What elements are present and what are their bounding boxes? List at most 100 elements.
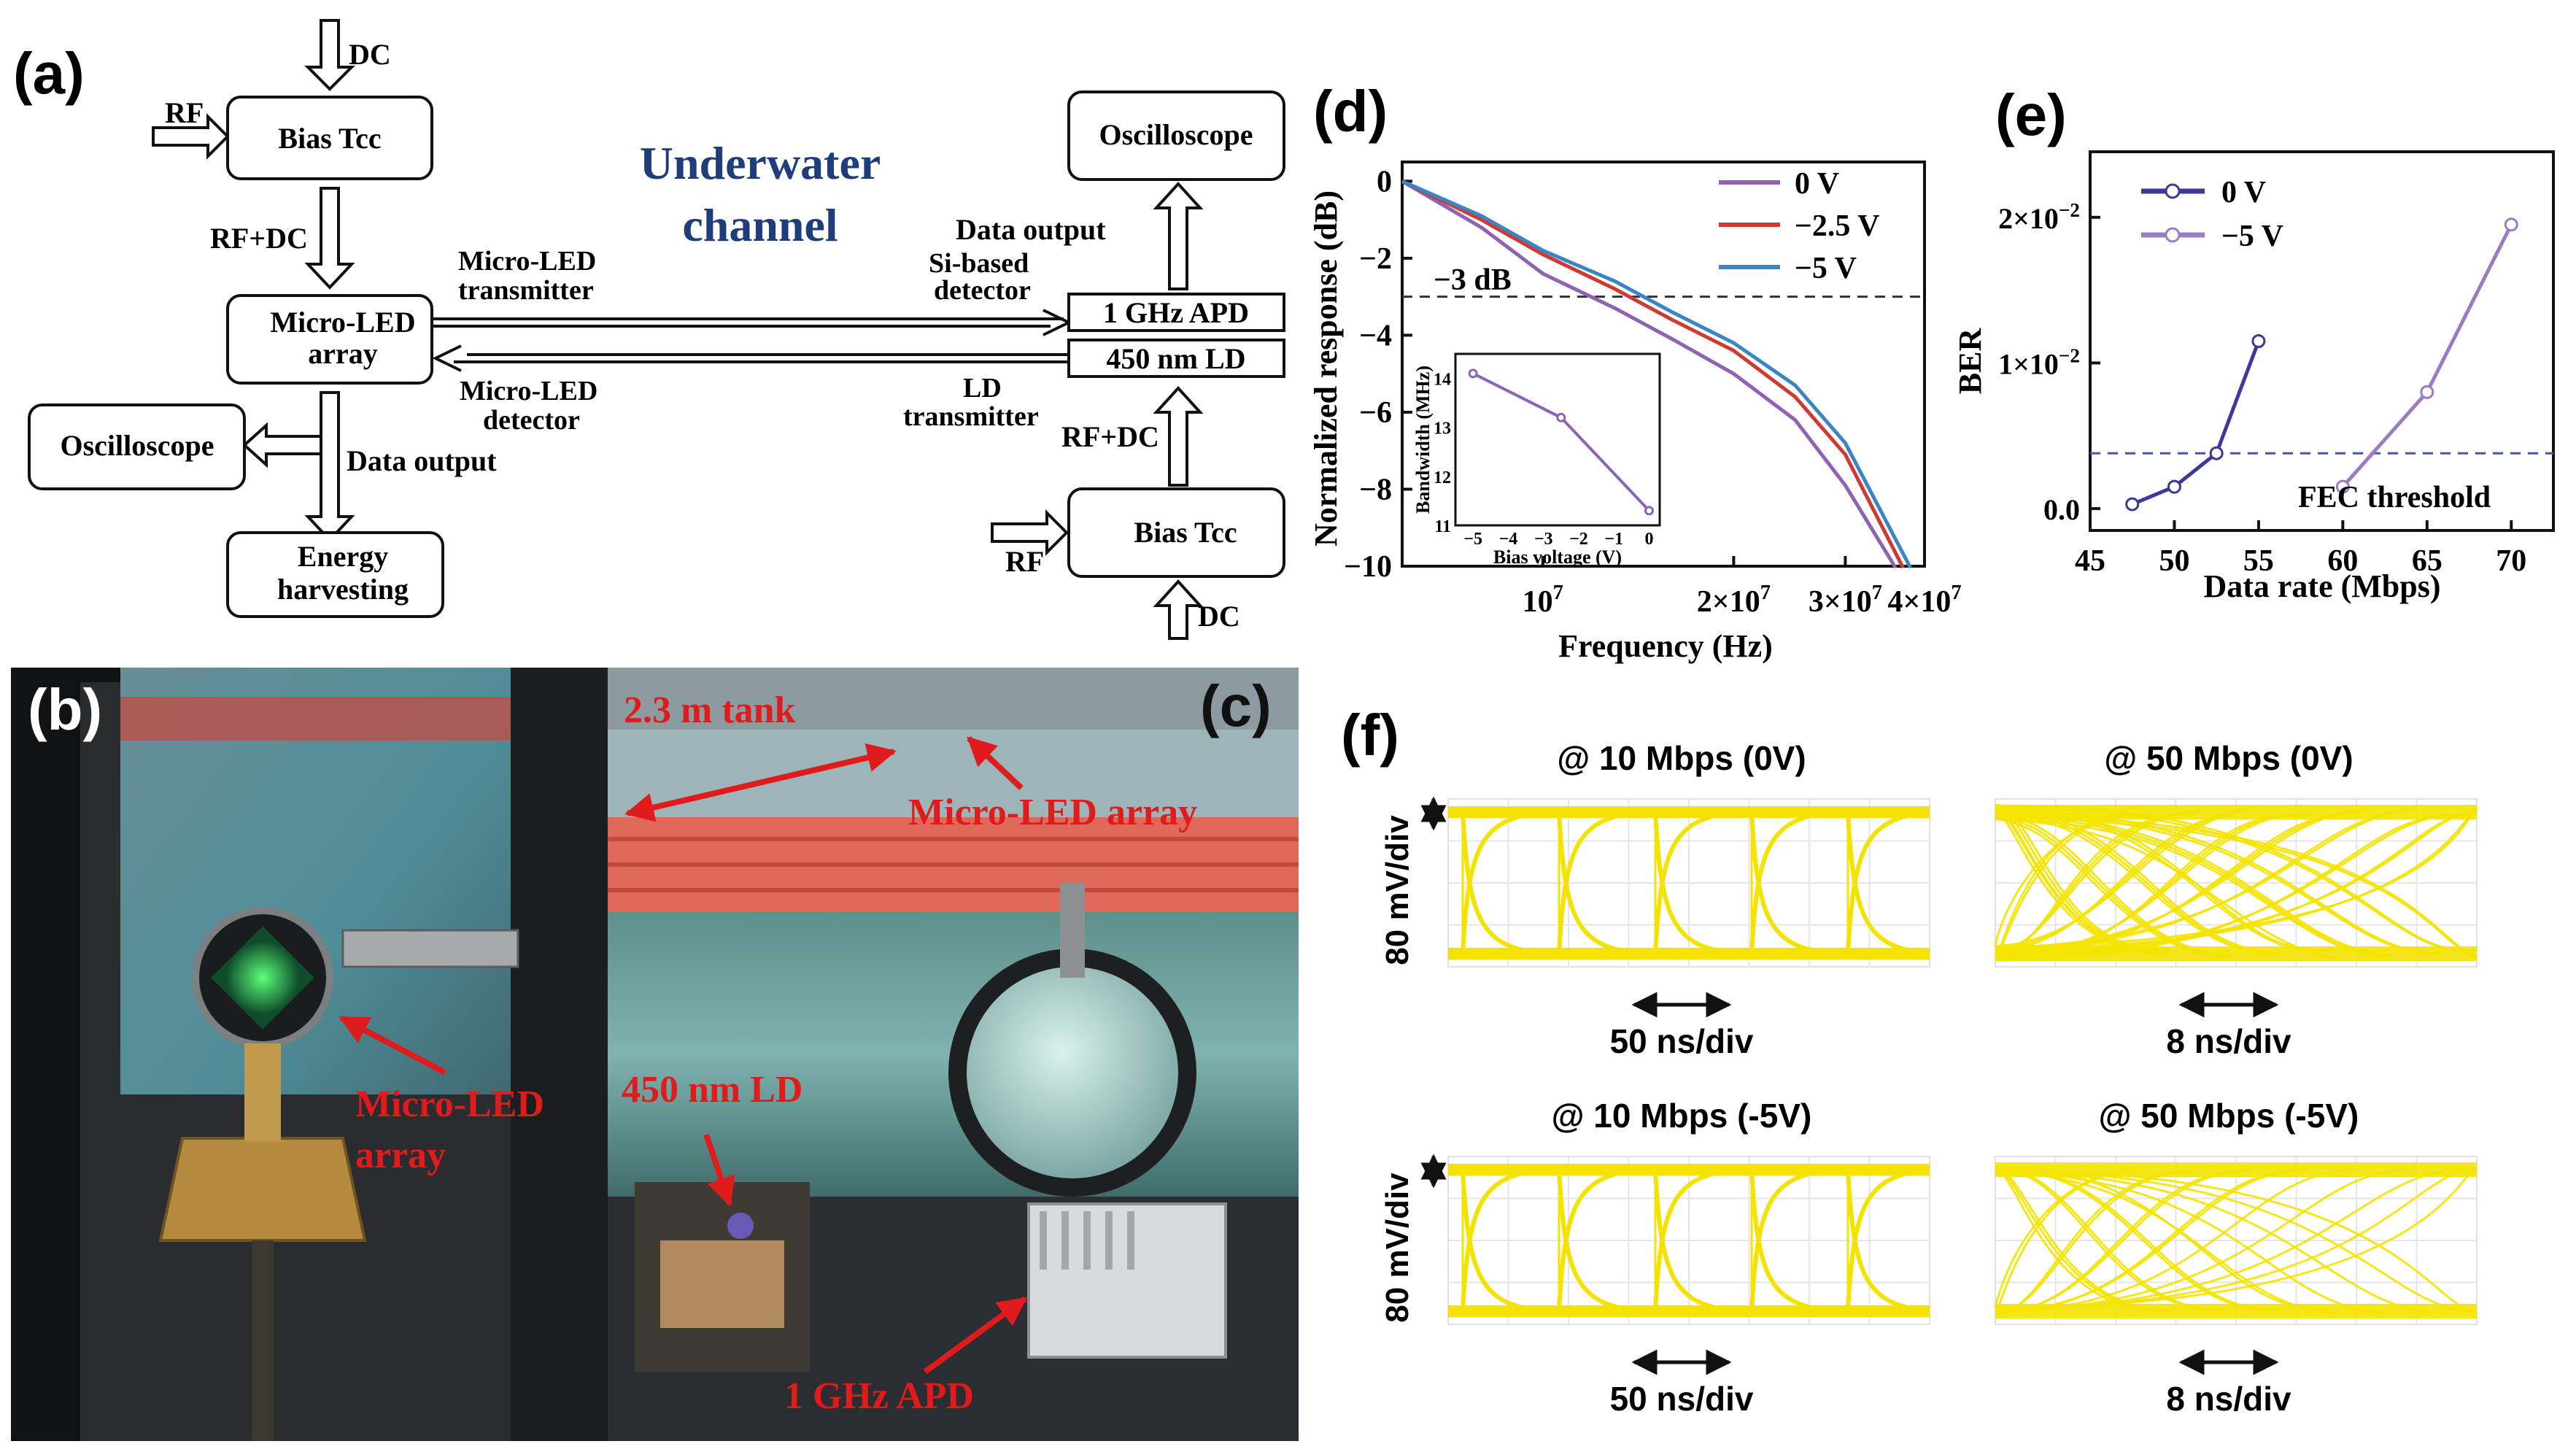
tx-arrowhead — [1043, 309, 1072, 336]
chart-e-xtick-label: 65 — [2412, 544, 2442, 578]
chart-d-legend-label: −2.5 V — [1795, 209, 1880, 243]
eye-trace — [1557, 1169, 1640, 1313]
eye-trace — [1995, 809, 2478, 954]
photo-b-label-line2: array — [355, 1135, 446, 1176]
oscilloscope-box-left — [28, 403, 246, 490]
eye-trace — [1995, 1170, 2439, 1314]
energy-harvesting-line1: Energy — [298, 540, 388, 573]
eye-time-scale-label: 8 ns/div — [2166, 1022, 2291, 1060]
tx-label-line1: Micro-LED — [458, 246, 596, 277]
inset-xtick-label: −5 — [1463, 530, 1482, 549]
eye-trace — [1846, 810, 1929, 954]
eye-trace — [1995, 808, 2367, 952]
data-output-arrow-right — [1153, 182, 1204, 290]
eye-trace — [1846, 1169, 1929, 1313]
inset-xtick-label: −3 — [1534, 530, 1553, 549]
data-output-left-label: Data output — [347, 444, 497, 477]
chart-e-point — [2420, 385, 2434, 399]
eye-time-scale-label: 8 ns/div — [2166, 1380, 2291, 1418]
rf-input-arrow — [152, 113, 230, 160]
oscilloscope-arrow-left — [242, 422, 322, 468]
panel-label-c: (c) — [1200, 673, 1272, 738]
chart-e-point — [2335, 479, 2350, 494]
eye-trace — [1995, 806, 2478, 949]
ld-transmitter-line2: transmitter — [903, 401, 1039, 432]
tx-label-line2: transmitter — [458, 275, 594, 306]
chart-e-annotation: FEC threshold — [2298, 481, 2491, 514]
eye-trace — [1995, 818, 2340, 961]
rf-right-label: RF — [1005, 545, 1044, 578]
eye-rail-bottom — [1995, 1304, 2477, 1318]
photo-c-ld-label: 450 nm LD — [622, 1069, 802, 1111]
photo-c-array-arrow — [967, 736, 1024, 790]
photo-c-apd-arrow — [923, 1296, 1028, 1375]
chart-d-series-line — [1401, 179, 1898, 569]
eye-rail-top — [1995, 1162, 2477, 1177]
diagram-title-line2: channel — [682, 199, 838, 251]
chart-e-series-line — [2341, 223, 2513, 488]
chart-d-ylabel: Normalized response (dB) — [1308, 190, 1344, 547]
ld-box — [1067, 339, 1285, 378]
oscilloscope-right-label: Oscilloscope — [1099, 118, 1253, 151]
chart-e-xtick-label: 45 — [2075, 544, 2105, 578]
eye-trace — [1995, 813, 2394, 957]
det-label-line2: detector — [483, 405, 580, 436]
photo-c-lens — [967, 967, 1178, 1178]
chart-e-ytick-label: 1×10−2 — [1998, 344, 2080, 380]
eye-vertical-scale-label: 80 mV/div — [1380, 815, 1415, 965]
chart-e-xlabel: Data rate (Mbps) — [2203, 568, 2440, 604]
eye-trace — [1653, 811, 1736, 956]
eye-trace — [1995, 1167, 2466, 1311]
chart-e-ytick-label: 0.0 — [2043, 493, 2080, 526]
eye-trace — [1557, 810, 1640, 954]
inset-xtick-label: −1 — [1604, 530, 1623, 549]
panel-a: (a) Underwater channel DC RF Bias Tcc RF… — [13, 19, 1285, 640]
bias-tcc-label-left: Bias Tcc — [278, 122, 381, 155]
inset-xlabel: Bias voltage (V) — [1493, 547, 1622, 568]
eye-trace — [1995, 812, 2439, 956]
photo-c-tank-label: 2.3 m tank — [624, 690, 796, 731]
eye-rail-top — [1995, 805, 2477, 819]
inset-point — [1468, 368, 1478, 379]
ld-label: 450 nm LD — [1106, 342, 1245, 375]
rf-dc-left-label: RF+DC — [210, 222, 308, 255]
eye-rail-bottom — [1995, 946, 2477, 961]
chart-e-point — [2167, 479, 2181, 494]
rf-dc-arrow-left — [304, 187, 355, 290]
eye-title: @ 50 Mbps (-5V) — [2099, 1097, 2359, 1135]
eye-trace — [1653, 810, 1736, 954]
panel-label-f: (f) — [1341, 703, 1399, 768]
panel-label-e: (e) — [1995, 82, 2067, 147]
bias-tcc-box-right — [1067, 487, 1285, 578]
eye-trace — [1995, 1168, 2308, 1313]
chart-e-point — [2209, 446, 2224, 460]
si-detector-line1: Si-based — [929, 248, 1029, 279]
eye-trace — [1461, 1167, 1544, 1312]
photo-c-array-label: Micro-LED array — [908, 792, 1197, 833]
photo-c-ld — [727, 1213, 754, 1239]
chart-e-legend-label: 0 V — [2221, 176, 2266, 209]
chart-d-legend-label: −5 V — [1795, 252, 1857, 285]
chart-e-point — [2251, 334, 2266, 348]
chart-d-xtick-label: 2×107 — [1697, 582, 1771, 619]
chart-d: (d) Normalized response (dB) Frequency (… — [1308, 79, 1962, 664]
eye-trace — [1995, 1169, 2478, 1313]
chart-d-ytick-label: −4 — [1359, 319, 1392, 352]
photo-b-dark-frame-right — [511, 668, 608, 1441]
oscilloscope-box-right — [1067, 90, 1285, 181]
micro-led-array-line2: array — [308, 337, 378, 370]
eye-title: @ 10 Mbps (0V) — [1557, 739, 1806, 777]
photo-c-apd-fins — [1040, 1211, 1134, 1270]
photo-c-ld-plate — [660, 1240, 784, 1328]
chart-d-ytick-label: −2 — [1359, 242, 1392, 276]
inset-point — [1644, 506, 1655, 516]
inset-ylabel: Bandwidth (MHz) — [1412, 366, 1434, 514]
photo-b-rod — [341, 929, 519, 968]
chart-e-xtick-label: 60 — [2327, 544, 2358, 578]
chart-d-ytick-label: −10 — [1344, 550, 1392, 584]
photo-b-arrow — [339, 1015, 446, 1076]
photo-b-label-line1: Micro-LED — [355, 1084, 544, 1125]
